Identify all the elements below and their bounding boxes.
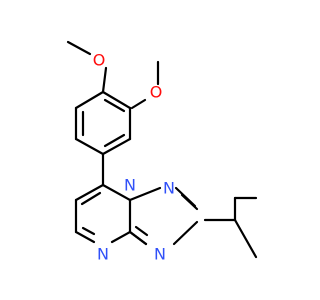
bond-pyrimidine-4 — [110, 230, 132, 244]
bond-pyrimidine-1 — [74, 183, 105, 202]
bond-triazole-inner-bottom — [134, 225, 149, 237]
bond-benzene-4 — [74, 137, 105, 156]
bond-triazole-right-top-inner — [180, 193, 199, 211]
bond-benzene-3 — [101, 137, 132, 156]
bond-isopropyl-lower — [233, 218, 258, 259]
bond-methoxy-top-oxygen-ring — [101, 66, 108, 94]
atom-nitrogen-bridge: N — [124, 176, 136, 195]
chemical-structure-diagram: O O N N N N — [66, 40, 258, 264]
atom-oxygen-right: O — [150, 83, 163, 102]
atom-nitrogen-ring-top-right: N — [163, 179, 175, 198]
bond-benzene-6 — [74, 90, 105, 110]
bond-bridge-n-upper — [128, 186, 162, 202]
atom-nitrogen-ring-bottom-right: N — [154, 245, 166, 264]
bond-triazole-right-bottom — [172, 220, 199, 246]
bond-triazole-bridge-n-lower — [128, 230, 148, 246]
atom-labels: O O N N N N — [93, 51, 175, 264]
bond-pyrimidine-inner-1 — [80, 191, 102, 206]
bonds — [66, 40, 258, 259]
bond-pyrimidine-inner-2 — [81, 226, 96, 236]
atom-nitrogen-pyrimidine-bottom: N — [97, 245, 109, 264]
bond-methoxy-right-oxygen-ring — [130, 98, 147, 110]
bond-benzene-1 — [101, 90, 132, 110]
bond-benzene-inner-2 — [103, 133, 126, 148]
molecule-drawing: O O N N N N — [66, 40, 258, 264]
bond-pyrimidine-3 — [74, 230, 96, 244]
bond-pyrimidine-6 — [101, 183, 132, 202]
bond-methoxy-top-methyl — [66, 40, 92, 56]
atom-oxygen-top: O — [93, 51, 106, 70]
bond-benzene-inner-1 — [103, 98, 126, 113]
